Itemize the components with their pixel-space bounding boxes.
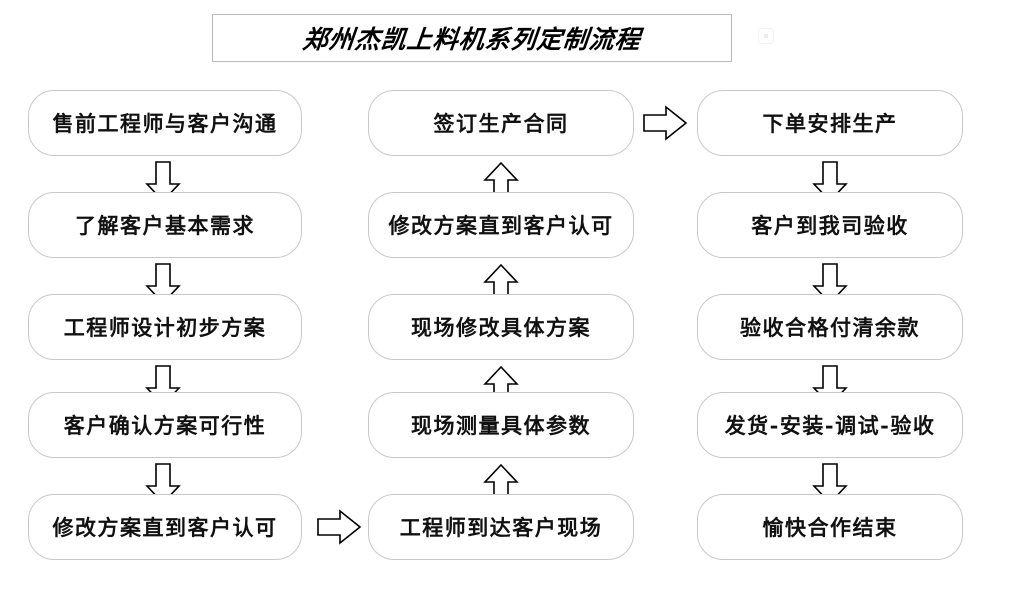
arrow-right-m1-r1 (642, 102, 690, 144)
node-r1-label: 下单安排生产 (762, 110, 898, 136)
node-m1-label: 签订生产合同 (433, 110, 569, 136)
node-l3-label: 工程师设计初步方案 (63, 314, 267, 340)
chart-title-box: 郑州杰凯上料机系列定制流程 (212, 14, 732, 62)
node-m5-label: 工程师到达客户现场 (399, 514, 603, 540)
node-r3[interactable]: 验收合格付清余款 (697, 294, 963, 360)
node-m3-label: 现场修改具体方案 (411, 314, 591, 340)
arrow-right-l5-m5 (316, 506, 364, 548)
node-r4[interactable]: 发货-安装-调试-验收 (697, 392, 963, 458)
node-r3-label: 验收合格付清余款 (740, 314, 920, 340)
node-m3[interactable]: 现场修改具体方案 (368, 294, 634, 360)
node-l4-label: 客户确认方案可行性 (63, 412, 267, 438)
node-m2[interactable]: 修改方案直到客户认可 (368, 192, 634, 258)
node-l1-label: 售前工程师与客户沟通 (52, 110, 278, 136)
node-m4[interactable]: 现场测量具体参数 (368, 392, 634, 458)
chart-title: 郑州杰凯上料机系列定制流程 (301, 25, 643, 54)
node-m1[interactable]: 签订生产合同 (368, 90, 634, 156)
node-l2-label: 了解客户基本需求 (75, 212, 255, 238)
node-l3[interactable]: 工程师设计初步方案 (28, 294, 302, 360)
node-l4[interactable]: 客户确认方案可行性 (28, 392, 302, 458)
node-m4-label: 现场测量具体参数 (411, 412, 591, 438)
node-l5-label: 修改方案直到客户认可 (52, 514, 278, 540)
node-r5[interactable]: 愉快合作结束 (697, 494, 963, 560)
node-r5-label: 愉快合作结束 (762, 514, 898, 540)
watermark-mark (758, 28, 774, 44)
node-l1[interactable]: 售前工程师与客户沟通 (28, 90, 302, 156)
node-l5[interactable]: 修改方案直到客户认可 (28, 494, 302, 560)
node-r1[interactable]: 下单安排生产 (697, 90, 963, 156)
node-m2-label: 修改方案直到客户认可 (388, 212, 614, 238)
node-m5[interactable]: 工程师到达客户现场 (368, 494, 634, 560)
node-r2-label: 客户到我司验收 (751, 212, 909, 238)
node-l2[interactable]: 了解客户基本需求 (28, 192, 302, 258)
node-r2[interactable]: 客户到我司验收 (697, 192, 963, 258)
node-r4-label: 发货-安装-调试-验收 (724, 412, 936, 438)
